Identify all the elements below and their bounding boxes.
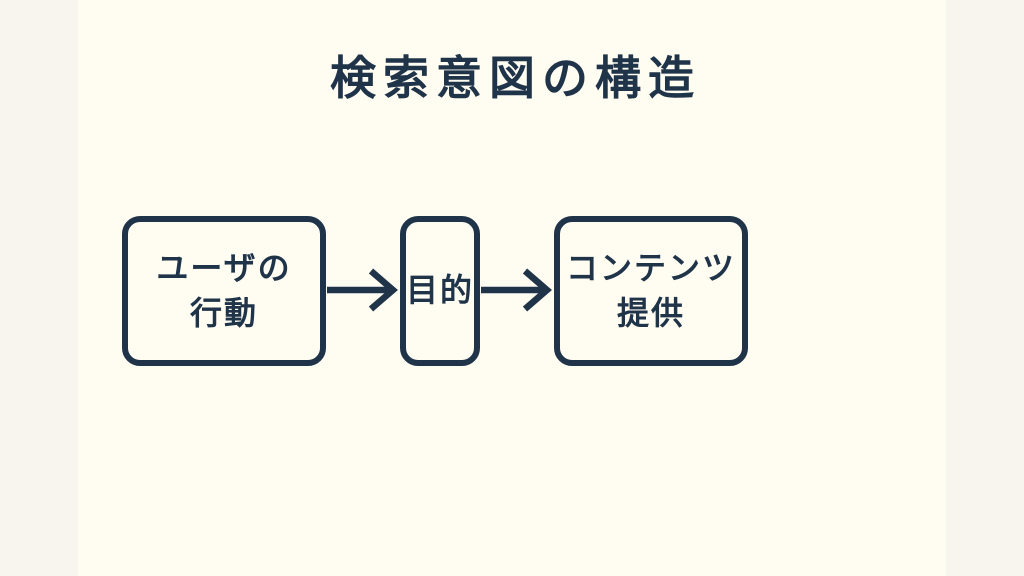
arrow-right-icon (480, 266, 554, 314)
slide: 検索意図の構造 ユーザの 行動 目的 コンテ (78, 0, 946, 576)
flow-box-user-action-label: ユーザの 行動 (156, 249, 292, 331)
flow-box-purpose: 目的 (400, 216, 481, 366)
diagram-title: 検索意図の構造 (330, 52, 701, 104)
arrow-right-icon (326, 266, 400, 314)
flow-box-content-delivery-label: コンテンツ 提供 (566, 249, 737, 331)
flow-box-purpose-label: 目的 (406, 272, 475, 309)
flow-box-content-delivery: コンテンツ 提供 (554, 216, 749, 366)
flow-diagram: ユーザの 行動 目的 コンテンツ 提供 (122, 216, 749, 366)
flow-box-user-action: ユーザの 行動 (122, 216, 326, 366)
